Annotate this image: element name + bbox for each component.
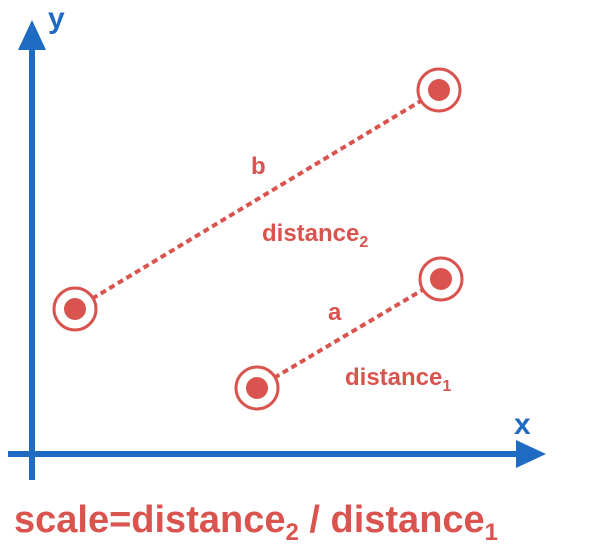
segment-a-distance-label: distance1 xyxy=(345,364,451,395)
formula-subscript-2: 2 xyxy=(285,519,298,546)
y-axis-label: y xyxy=(48,2,65,35)
scale-formula: scale=distance2 / distance1 xyxy=(14,499,498,546)
formula-subscript-1: 1 xyxy=(485,519,498,546)
point-b-end xyxy=(428,79,450,101)
segment-a-distance-word: distance xyxy=(345,364,442,391)
formula-middle: / distance xyxy=(299,499,485,541)
segment-a-letter: a xyxy=(328,299,342,326)
segment-b-distance-label: distance2 xyxy=(262,220,368,251)
segment-b-distance-subscript: 2 xyxy=(359,234,368,251)
segment-b-line xyxy=(73,88,441,311)
segment-a-line xyxy=(255,277,443,390)
point-a-start xyxy=(246,377,268,399)
point-b-start xyxy=(64,298,86,320)
point-a-end xyxy=(430,268,452,290)
formula-prefix: scale=distance xyxy=(14,499,285,541)
x-axis-label: x xyxy=(514,408,531,441)
y-axis-arrowhead xyxy=(18,20,46,50)
segment-b-letter: b xyxy=(251,153,266,180)
x-axis-arrowhead xyxy=(516,440,546,468)
segment-a-distance-subscript: 1 xyxy=(442,378,451,395)
segment-b-distance-word: distance xyxy=(262,220,359,247)
